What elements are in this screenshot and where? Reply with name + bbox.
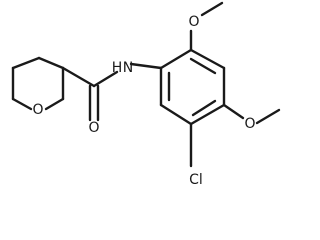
aryl-bond-4	[189, 103, 226, 126]
chlorine-label: Cl	[189, 172, 203, 188]
bond-aryl-right-methoxy-oxygen	[222, 103, 245, 120]
bond-nitrogen-aryl	[129, 62, 163, 70]
aryl-bond-1	[159, 48, 193, 70]
amide-nitrogen-label: N	[123, 60, 133, 76]
amide-hydrogen-label: H	[112, 60, 123, 76]
right-methoxy-oxygen-label: O	[244, 116, 255, 132]
molecule-drawing: O O H N O O Cl	[11, 1, 281, 188]
thf-bond-o-ca	[44, 97, 65, 111]
bond-right-methoxy-methyl	[255, 108, 281, 125]
thf-bond-ca-c2	[37, 56, 65, 70]
bond-thf-carbonyl	[61, 66, 96, 88]
thf-bond-c4-o	[11, 97, 33, 111]
aryl-bond-5	[159, 103, 193, 126]
aryl-double-bond-c	[191, 99, 217, 117]
aryl-bond-2	[189, 48, 226, 70]
aryl-double-bond-b	[189, 57, 217, 75]
top-methoxy-oxygen-label: O	[188, 14, 199, 30]
chemical-structure-canvas: O O H N O O Cl	[11, 1, 281, 188]
thf-bond-c2-c3	[11, 56, 41, 70]
bond-carbonyl-nitrogen	[92, 70, 119, 88]
ring-oxygen-label: O	[32, 102, 43, 118]
carbonyl-oxygen-label: O	[88, 120, 99, 136]
bond-top-methoxy-methyl	[200, 1, 224, 17]
